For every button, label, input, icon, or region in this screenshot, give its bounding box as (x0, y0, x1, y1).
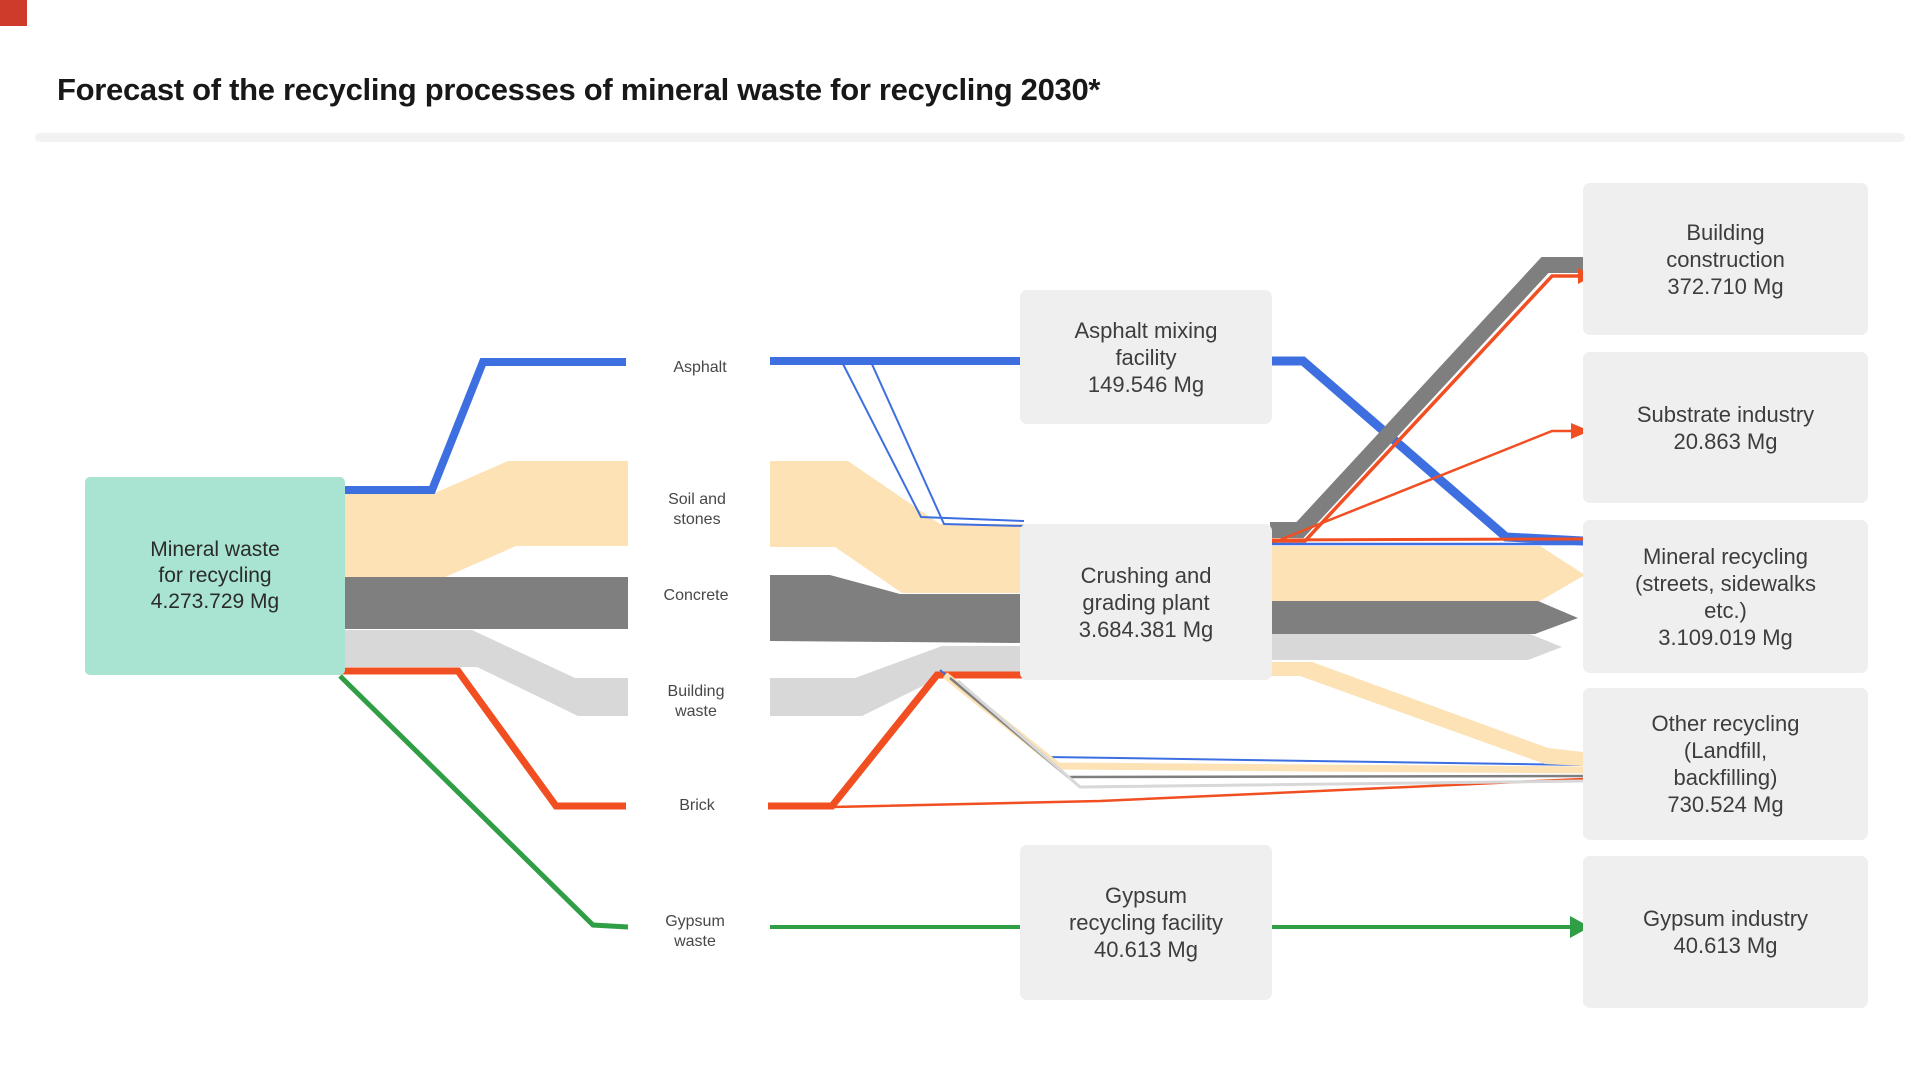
source-node-mineral-waste: Mineral waste for recycling 4.273.729 Mg (85, 477, 345, 675)
output-node-gypsum-industry: Gypsum industry 40.613 Mg (1583, 856, 1868, 1008)
flow-concrete-label-to-plant (770, 575, 1024, 643)
material-label-gypsum-line2: waste (674, 933, 716, 950)
facility-crushing-line1: Crushing and (1080, 562, 1212, 588)
facility-asphalt-line1: Asphalt mixing (1074, 317, 1218, 343)
flow-asphalt-to-plant-thin-2 (870, 361, 1025, 527)
flow-concrete-source-to-label (340, 577, 628, 629)
output-building-value: 372.710 Mg (1667, 273, 1784, 299)
source-node-value: 4.273.729 Mg (150, 590, 280, 613)
material-label-concrete-line1: Concrete (663, 587, 729, 604)
flow-plant-soil-to-other-recycling (1270, 662, 1583, 766)
facility-crushing-value: 3.684.381 Mg (1078, 616, 1214, 642)
facility-node-gypsum-recycling: Gypsum recycling facility 40.613 Mg (1020, 845, 1272, 1000)
material-label-building-waste: Building waste (668, 682, 725, 722)
flow-asphalt-source-to-label (340, 358, 626, 494)
flow-building-waste-source-to-label (340, 630, 628, 716)
material-label-asphalt-line1: Asphalt (673, 359, 727, 376)
output-building-line2: construction (1666, 246, 1785, 272)
output-other-value: 730.524 Mg (1667, 792, 1784, 817)
flow-plant-brick-to-mineral-recycling (1269, 537, 1583, 542)
output-gypsum-industry-line1: Gypsum industry (1642, 906, 1809, 931)
facility-crushing-line2: grading plant (1082, 589, 1210, 615)
material-label-gypsum-line1: Gypsum (665, 913, 725, 930)
source-node-name-line1: Mineral waste (150, 538, 280, 561)
material-label-concrete: Concrete (664, 586, 729, 606)
output-node-mineral-recycling: Mineral recycling (streets, sidewalks et… (1583, 520, 1868, 673)
output-gypsum-industry-value: 40.613 Mg (1673, 933, 1778, 958)
facility-gypsum-value: 40.613 Mg (1094, 937, 1198, 962)
output-node-substrate-industry: Substrate industry 20.863 Mg (1583, 352, 1868, 503)
facility-node-asphalt-mixing: Asphalt mixing facility 149.546 Mg (1020, 290, 1272, 424)
output-building-line1: Building (1686, 219, 1765, 245)
flow-brick-label-to-plant (768, 671, 1024, 810)
output-other-line1: Other recycling (1651, 711, 1800, 736)
facility-node-crushing-grading: Crushing and grading plant 3.684.381 Mg (1020, 524, 1272, 680)
output-node-other-recycling: Other recycling (Landfill, backfilling) … (1583, 688, 1868, 840)
output-mineral-line2: (streets, sidewalks (1635, 570, 1816, 596)
flow-plant-concrete-to-mineral-recycling (1270, 601, 1578, 634)
flow-building-waste-bypass-to-other-recycling (957, 679, 1584, 789)
flow-asphalt-to-plant-thin-1 (841, 361, 1025, 522)
output-mineral-value: 3.109.019 Mg (1658, 624, 1793, 650)
material-label-gypsum-waste: Gypsum waste (665, 912, 725, 952)
flow-brick-source-to-label (340, 667, 626, 810)
flow-soil-bypass-to-other-recycling (942, 672, 1584, 774)
page-title: Forecast of the recycling processes of m… (57, 72, 1101, 107)
output-other-line3: backfilling) (1673, 765, 1778, 790)
substrate-industry-arrowhead (1571, 423, 1590, 439)
material-label-soil-and-stones: Soil and stones (668, 490, 726, 530)
material-label-brick: Brick (679, 796, 715, 816)
flow-plant-to-substrate-industry (1271, 429, 1574, 545)
facility-asphalt-value: 149.546 Mg (1087, 371, 1205, 397)
material-label-asphalt: Asphalt (673, 358, 726, 378)
flow-plant-building-waste-to-mineral-recycling (1270, 634, 1562, 660)
material-label-brick-line1: Brick (679, 797, 715, 814)
flow-gypsum-source-to-label (338, 674, 629, 930)
gypsum-arrowhead (1570, 916, 1590, 938)
corner-fragment (0, 0, 27, 26)
output-mineral-line1: Mineral recycling (1642, 543, 1809, 569)
flow-building-waste-label-to-plant (770, 646, 1024, 716)
facility-asphalt-line2: facility (1115, 344, 1177, 370)
material-label-building-waste-line1: Building (667, 683, 725, 700)
output-other-line2: (Landfill, (1683, 738, 1768, 763)
material-label-soil-line1: Soil and (668, 491, 726, 508)
material-label-building-waste-line2: waste (675, 703, 717, 720)
output-substrate-value: 20.863 Mg (1673, 428, 1778, 454)
flow-soil-label-to-plant (770, 461, 1024, 593)
facility-gypsum-line1: Gypsum (1105, 883, 1187, 908)
output-substrate-line1: Substrate industry (1636, 401, 1815, 427)
facility-gypsum-line2: recycling facility (1068, 910, 1224, 935)
output-node-building-construction: Building construction 372.710 Mg (1583, 183, 1868, 335)
material-label-soil-line2: stones (673, 511, 721, 528)
chart-area-divider (35, 133, 1905, 142)
output-mineral-line3: etc.) (1704, 597, 1747, 623)
source-node-name-line2: for recycling (158, 564, 272, 587)
flow-soil-source-to-label (340, 461, 628, 578)
flow-plant-to-building-construction-gray (1270, 257, 1583, 538)
flow-brick-bypass-to-other-recycling (831, 777, 1584, 809)
flow-plant-soil-to-mineral-recycling (1270, 546, 1585, 601)
